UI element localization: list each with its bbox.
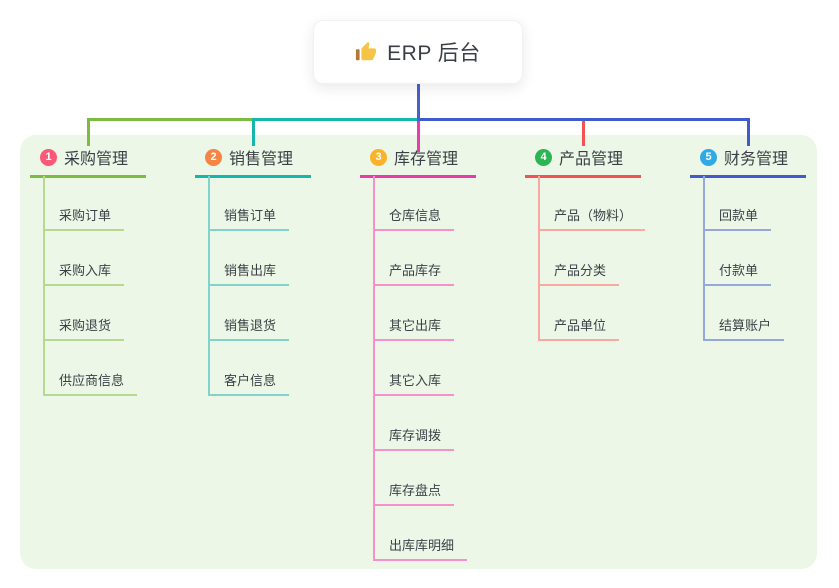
branch-children: 产品（物料） 产品分类产品单位 xyxy=(538,178,685,341)
child-row: 销售出库 xyxy=(208,231,355,286)
branch-children: 回款单付款单结算账户 xyxy=(703,178,839,341)
branch-title-node[interactable]: 2 销售管理 xyxy=(195,145,311,178)
connector-branch1-elbow xyxy=(87,118,90,146)
child-node[interactable]: 出库库明细 xyxy=(373,535,468,561)
branch-title-label: 财务管理 xyxy=(724,151,789,168)
branch-number-badge: 3 xyxy=(370,148,387,166)
branch: 3 库存管理仓库信息产品库存其它出库其它入库库存调拨库存盘点出库库明细 xyxy=(360,145,520,561)
child-row: 其它入库 xyxy=(373,341,520,396)
branch: 5 财务管理回款单付款单结算账户 xyxy=(690,145,839,341)
child-node[interactable]: 采购入库 xyxy=(43,260,125,286)
child-row: 结算账户 xyxy=(703,286,839,341)
branch-number-badge: 4 xyxy=(535,148,552,166)
branch: 1 采购管理采购订单采购入库采购退货供应商信息 xyxy=(30,145,190,396)
child-row: 产品（物料） xyxy=(538,178,685,231)
child-row: 产品分类 xyxy=(538,231,685,286)
root-node[interactable]: ERP 后台 xyxy=(313,20,523,84)
child-node[interactable]: 产品分类 xyxy=(538,260,620,286)
branch-number-badge: 1 xyxy=(40,148,57,166)
mindmap-background-panel xyxy=(20,135,817,569)
child-row: 供应商信息 xyxy=(43,341,190,396)
child-node[interactable]: 库存盘点 xyxy=(373,480,455,506)
branch-title-label: 采购管理 xyxy=(64,151,129,168)
branch-children-line xyxy=(703,176,705,341)
child-node[interactable]: 结算账户 xyxy=(703,315,785,341)
child-node[interactable]: 供应商信息 xyxy=(43,370,138,396)
connector-branch3-drop xyxy=(417,118,420,152)
branch-title-label: 产品管理 xyxy=(559,151,624,168)
branch-children-line xyxy=(538,176,540,341)
child-node[interactable]: 其它出库 xyxy=(373,315,455,341)
child-row: 回款单 xyxy=(703,178,839,231)
branch-children-line xyxy=(43,176,45,396)
child-row: 产品单位 xyxy=(538,286,685,341)
branch-title-node[interactable]: 4 产品管理 xyxy=(525,145,641,178)
child-node[interactable]: 回款单 xyxy=(703,205,772,231)
connector-branch2-hline xyxy=(252,118,420,121)
child-row: 库存盘点 xyxy=(373,451,520,506)
branch-children: 采购订单采购入库采购退货供应商信息 xyxy=(43,178,190,396)
child-row: 库存调拨 xyxy=(373,396,520,451)
child-node[interactable]: 销售退货 xyxy=(208,315,290,341)
child-row: 采购入库 xyxy=(43,231,190,286)
thumbs-up-icon xyxy=(355,41,377,63)
child-row: 付款单 xyxy=(703,231,839,286)
child-node[interactable]: 仓库信息 xyxy=(373,205,455,231)
child-row: 采购订单 xyxy=(43,178,190,231)
child-node[interactable]: 其它入库 xyxy=(373,370,455,396)
child-node[interactable]: 销售出库 xyxy=(208,260,290,286)
branch-title-node[interactable]: 1 采购管理 xyxy=(30,145,146,178)
child-row: 仓库信息 xyxy=(373,178,520,231)
root-node-label: ERP 后台 xyxy=(387,42,481,65)
child-row: 采购退货 xyxy=(43,286,190,341)
branch-children-line xyxy=(208,176,210,396)
child-node[interactable]: 产品（物料） xyxy=(538,205,646,231)
branch-title-label: 库存管理 xyxy=(394,151,459,168)
connector-branch5-elbow xyxy=(747,118,750,146)
connector-branch4-elbow xyxy=(582,118,585,146)
branch: 4 产品管理产品（物料） 产品分类产品单位 xyxy=(525,145,685,341)
branch-children: 销售订单销售出库销售退货客户信息 xyxy=(208,178,355,396)
child-node[interactable]: 产品单位 xyxy=(538,315,620,341)
branch-number-badge: 5 xyxy=(700,148,717,166)
connector-root-trunk xyxy=(417,84,420,121)
child-node[interactable]: 客户信息 xyxy=(208,370,290,396)
branch-title-label: 销售管理 xyxy=(229,151,294,168)
child-row: 出库库明细 xyxy=(373,506,520,561)
child-row: 产品库存 xyxy=(373,231,520,286)
child-row: 销售订单 xyxy=(208,178,355,231)
child-node[interactable]: 付款单 xyxy=(703,260,772,286)
branch: 2 销售管理销售订单销售出库销售退货客户信息 xyxy=(195,145,355,396)
child-node[interactable]: 销售订单 xyxy=(208,205,290,231)
child-node[interactable]: 库存调拨 xyxy=(373,425,455,451)
connector-branch5-hline xyxy=(417,118,750,121)
child-node[interactable]: 采购退货 xyxy=(43,315,125,341)
child-row: 客户信息 xyxy=(208,341,355,396)
branch-title-node[interactable]: 5 财务管理 xyxy=(690,145,806,178)
branch-children: 仓库信息产品库存其它出库其它入库库存调拨库存盘点出库库明细 xyxy=(373,178,520,561)
branch-number-badge: 2 xyxy=(205,148,222,166)
connector-branch2-elbow xyxy=(252,118,255,146)
child-node[interactable]: 产品库存 xyxy=(373,260,455,286)
connector-branch1-hline xyxy=(87,118,255,121)
branch-title-node[interactable]: 3 库存管理 xyxy=(360,145,476,178)
child-row: 销售退货 xyxy=(208,286,355,341)
branch-children-line xyxy=(373,176,375,561)
child-node[interactable]: 采购订单 xyxy=(43,205,125,231)
child-row: 其它出库 xyxy=(373,286,520,341)
